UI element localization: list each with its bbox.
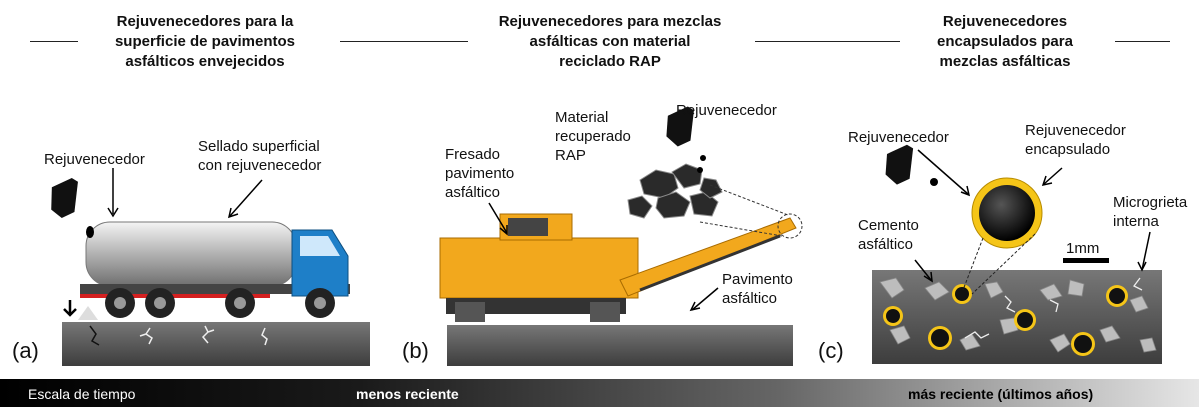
header-b-line2: asfálticas con material xyxy=(529,33,691,50)
truck-tank xyxy=(85,221,297,287)
panel-letter-a: (a) xyxy=(12,338,39,363)
scale-bar xyxy=(1063,258,1109,263)
header-line-3 xyxy=(755,41,900,42)
label-material-rap: Material recuperado RAP xyxy=(555,109,631,164)
header-a-line2: superficie de pavimentos xyxy=(114,33,296,50)
header-c-line3: mezclas asfálticas xyxy=(939,53,1071,70)
header-c-line2: encapsulados para xyxy=(937,33,1073,50)
header-a-line1: Rejuvenecedores para la xyxy=(116,13,294,30)
timescale-right: más reciente (últimos años) xyxy=(908,386,1094,402)
illustration xyxy=(51,106,1162,366)
header-b-line1: Rejuvenecedores para mezclas xyxy=(498,13,722,30)
crack-a3 xyxy=(201,325,215,344)
panel-a-graphic xyxy=(51,168,370,366)
header-a: Rejuvenecedores para la superficie de pa… xyxy=(80,12,330,72)
header-line-2 xyxy=(340,41,468,42)
label-rejuvenecedor-a: Rejuvenecedor xyxy=(44,151,145,168)
flask-c xyxy=(885,144,914,185)
header-b: Rejuvenecedores para mezclas asfálticas … xyxy=(470,12,750,72)
crack-a1 xyxy=(89,325,100,346)
label-pavimento-b: Pavimento asfáltico xyxy=(722,271,793,307)
rap-material xyxy=(627,163,723,219)
panel-c-graphic xyxy=(872,144,1162,364)
header-line-4 xyxy=(1115,41,1170,42)
capsules-small xyxy=(883,284,1128,356)
label-rejuvenecedor-c: Rejuvenecedor xyxy=(848,129,949,146)
crack-a2 xyxy=(139,327,153,345)
flask-b xyxy=(666,106,694,147)
header-c: Rejuvenecedores encapsulados para mezcla… xyxy=(905,12,1105,72)
flask-a xyxy=(51,177,78,218)
crack-a4 xyxy=(261,327,268,346)
header-line-1 xyxy=(30,41,78,42)
label-encapsulado: Rejuvenecedor encapsulado xyxy=(1025,122,1126,158)
conveyor xyxy=(619,217,797,297)
label-fresado: Fresado pavimento asfáltico xyxy=(445,146,515,201)
header-c-line1: Rejuvenecedores xyxy=(942,13,1068,30)
label-scale: 1mm xyxy=(1066,240,1100,257)
pavement-a xyxy=(62,322,370,366)
panel-letter-c: (c) xyxy=(818,338,844,363)
label-microgrieta: Microgrieta interna xyxy=(1113,194,1188,230)
panel-b-graphic xyxy=(439,106,803,366)
label-rejuvenecedor-b: Rejuvenecedor xyxy=(676,102,777,119)
milling-machine xyxy=(439,237,639,299)
panel-letter-b: (b) xyxy=(402,338,429,363)
label-cemento: Cemento asfáltico xyxy=(858,217,919,253)
header-a-line3: asfálticos envejecidos xyxy=(125,53,285,70)
label-sellado: Sellado superficial con rejuvenecedor xyxy=(198,138,322,174)
pavement-b xyxy=(447,325,793,366)
timescale-label: Escala de tiempo xyxy=(28,386,136,402)
timescale-middle: menos reciente xyxy=(356,386,459,402)
timescale-bar xyxy=(0,379,1199,407)
header-b-line3: reciclado RAP xyxy=(559,53,661,70)
